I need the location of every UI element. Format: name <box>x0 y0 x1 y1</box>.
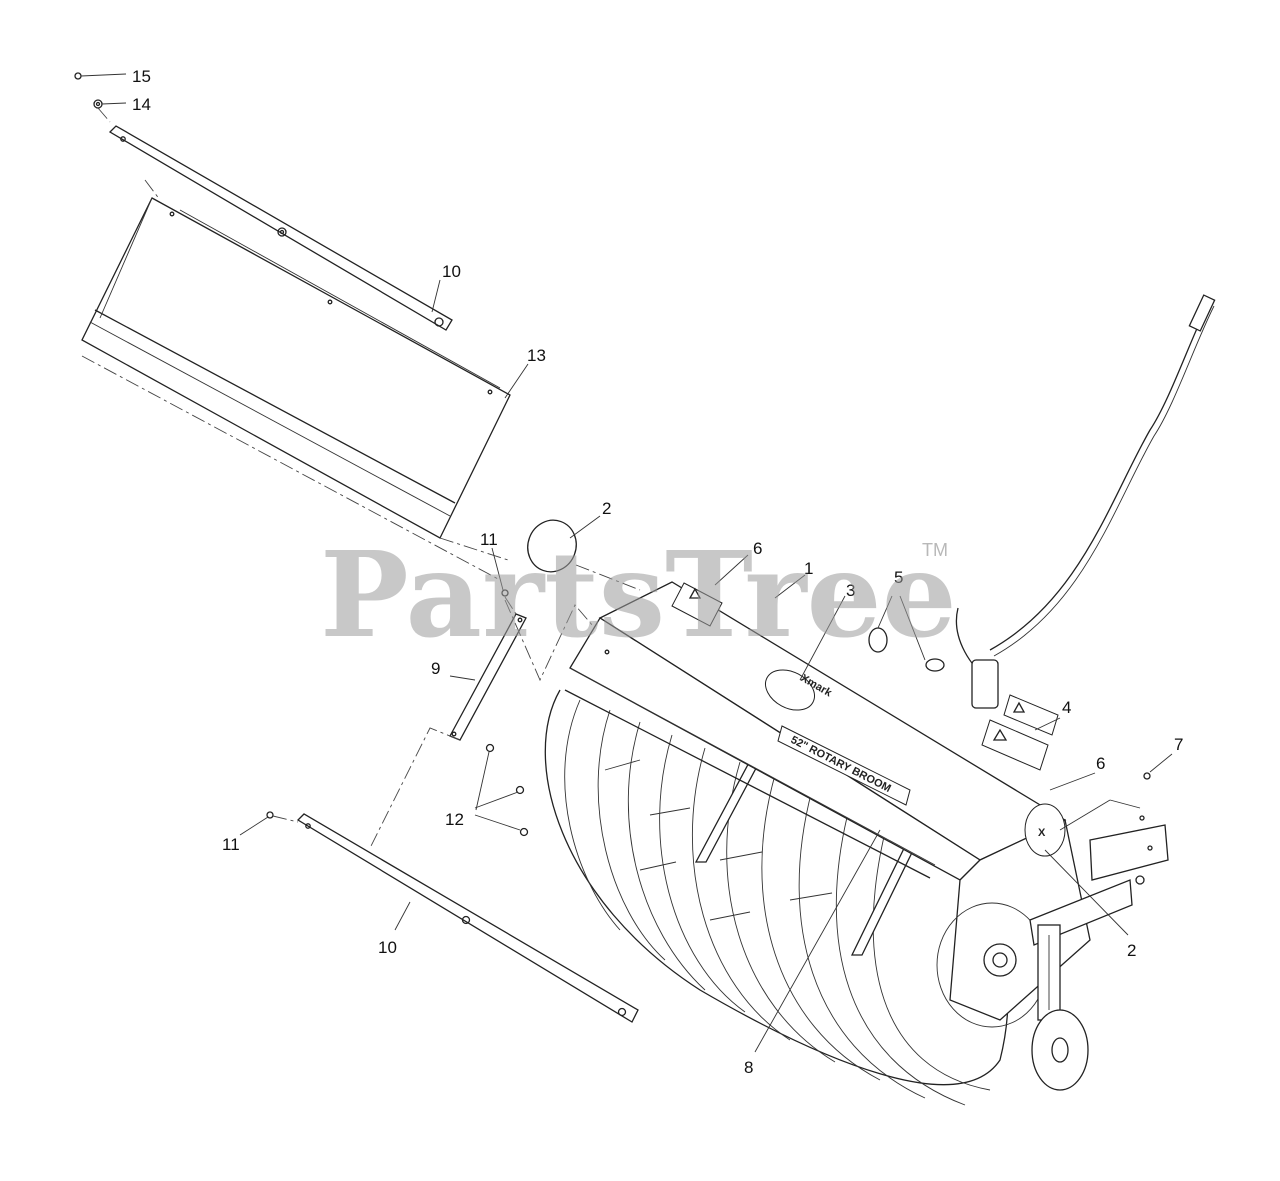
hardware-bolt-icon <box>74 72 127 80</box>
parts-tree-watermark: PartsTree TM <box>320 525 957 664</box>
callout-labels: 15 14 10 13 2 11 6 1 3 5 9 4 6 7 12 11 1… <box>132 67 1183 1077</box>
callout-6-upper: 6 <box>753 539 762 558</box>
callout-3: 3 <box>846 581 855 600</box>
lower-retaining-strip <box>296 813 639 1023</box>
callout-10-lower: 10 <box>378 938 397 957</box>
deflector-shield-panel <box>81 197 511 581</box>
callout-14: 14 <box>132 95 151 114</box>
watermark-text: PartsTree <box>320 525 957 664</box>
caster-wheel-icon <box>983 815 1169 1091</box>
plug-caps <box>868 627 945 672</box>
watermark-trademark: TM <box>922 540 948 560</box>
upper-retaining-strip <box>108 125 453 331</box>
brand-logo-decal: Xmark <box>765 669 834 711</box>
callout-4: 4 <box>1062 698 1071 717</box>
callout-9: 9 <box>431 659 440 678</box>
drive-cable <box>955 294 1216 709</box>
brush-drum <box>544 689 1009 1106</box>
callout-8: 8 <box>744 1058 753 1077</box>
callout-13: 13 <box>527 346 546 365</box>
callout-11-upper: 11 <box>480 530 498 549</box>
side-logo-text: X <box>1038 827 1046 839</box>
callout-15: 15 <box>132 67 151 86</box>
callout-7: 7 <box>1174 735 1183 754</box>
callout-6-lower: 6 <box>1096 754 1105 773</box>
mounting-bracket <box>369 596 606 849</box>
logo-decal-loose <box>527 519 641 591</box>
callout-1: 1 <box>804 559 813 578</box>
callout-12: 12 <box>445 810 464 829</box>
hardware-bolt-icon <box>1059 772 1151 831</box>
washer-icon <box>93 99 127 123</box>
callout-5: 5 <box>894 568 903 587</box>
callout-leaders <box>239 279 1173 1053</box>
callout-2-loose: 2 <box>602 499 611 518</box>
side-logo-decal: X <box>1024 803 1066 857</box>
callout-10-upper: 10 <box>442 262 461 281</box>
callout-11-lower: 11 <box>222 835 240 854</box>
callout-2-side: 2 <box>1127 941 1136 960</box>
hardware-bolt-icon <box>266 589 529 837</box>
